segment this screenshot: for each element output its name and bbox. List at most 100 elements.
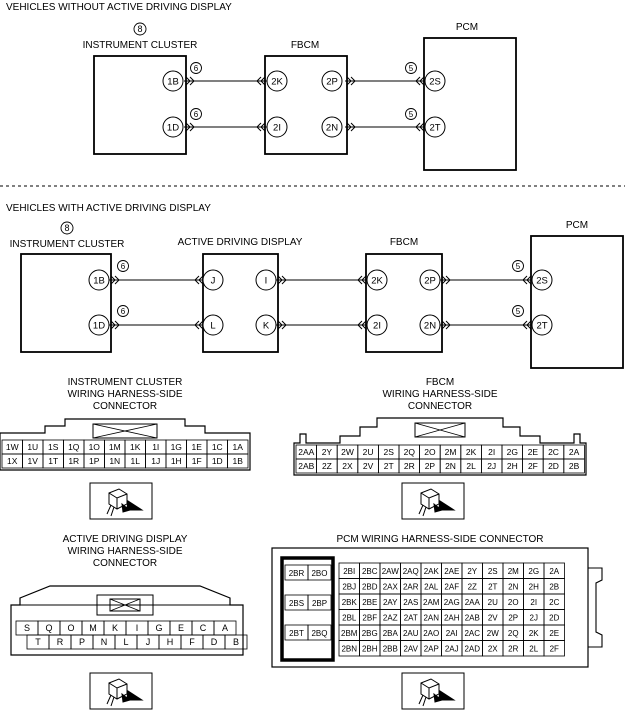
pcm-connector-view-icon-frame (401, 672, 465, 710)
sec1-wire-num-pcm-0-circle (405, 62, 417, 74)
fbcm-connector-pin-1-4: 2T (384, 461, 394, 471)
ic-connector-view-icon (106, 488, 144, 517)
fbcm-connector-view-icon-frame (401, 482, 465, 520)
sec2-fbcm-right-pin-0-circle (419, 269, 441, 291)
sec2-pcm-pin-0: 2S (536, 276, 548, 287)
fbcm-connector-pin-1-10: 2H (507, 461, 518, 471)
pcm-connector-pin-0-10: 2A (549, 567, 559, 576)
pcm-connector-pin-3-8: 2P (508, 613, 518, 622)
pcm-connector-pin-5-8: 2R (508, 644, 518, 653)
fbcm-connector-pin-0-7: 2M (445, 447, 457, 457)
pcm-connector-pin-2-4: 2AM (423, 598, 440, 607)
sec1-wire-num-ic-1: 6 (194, 110, 199, 119)
pcm-connector-pin-2-5: 2AG (444, 598, 460, 607)
sec1-wire-ic-fbcm-0-chevron-left (185, 76, 195, 86)
sec2-ic-ref-number-circle (60, 221, 74, 235)
ic-connector-latch-x2 (92, 423, 158, 439)
pcm-connector-pin-0-0: 2BI (343, 567, 355, 576)
sec1-fbcm-right-pin-1: 2N (326, 123, 338, 134)
pcm-connector-pin-5-7: 2X (488, 644, 498, 653)
sec1-pcm-pin-1-circle (424, 116, 446, 138)
add-connector-r1-pin-0-4: K (112, 623, 118, 633)
pcm-connector-pin-4-10: 2E (549, 629, 559, 638)
sec1-wire-num-pcm-1-circle (405, 108, 417, 120)
add-connector-body (10, 585, 244, 656)
pcm-left-block-pin-0-0: 2BR (289, 569, 305, 578)
pcm-connector-body (271, 547, 589, 668)
ic-connector-view-icon-frame (89, 482, 153, 520)
section1-heading: VEHICLES WITHOUT ACTIVE DRIVING DISPLAY (6, 2, 232, 13)
sec1-fbcm-left-pin-0-circle (266, 70, 288, 92)
pcm-connector-pin-5-4: 2AP (424, 644, 439, 653)
pcm-connector-pin-0-5: 2AE (444, 567, 459, 576)
pcm-connector-pin-0-7: 2S (488, 567, 498, 576)
ic-connector-title-2: WIRING HARNESS-SIDE (67, 389, 182, 400)
pcm-connector-pin-2-2: 2AY (383, 598, 398, 607)
pcm-connector-pin-5-9: 2L (529, 644, 538, 653)
sec2-wire-ic-add-1-chevron-right (194, 320, 204, 330)
sec1-ic-pin-1-circle (162, 116, 184, 138)
pcm-connector-pin-5-1: 2BH (362, 644, 378, 653)
sec2-wire-add-fbcm-1-chevron-left (277, 320, 287, 330)
sec2-wire-add-fbcm-0-chevron-right (357, 275, 367, 285)
add-connector-latch-outer (96, 594, 154, 616)
sec2-wire-fbcm-pcm-1-chevron-left (441, 320, 451, 330)
pcm-connector-pin-0-8: 2M (508, 567, 519, 576)
pcm-connector-pin-4-3: 2AU (403, 629, 419, 638)
pcm-connector-view-icon (418, 678, 456, 707)
fbcm-connector-pin-0-10: 2G (507, 447, 518, 457)
add-connector-title-2: WIRING HARNESS-SIDE (67, 546, 182, 557)
sec1-fbcm-label: FBCM (291, 40, 319, 51)
sec2-wire-ic-add-0-chevron-right (194, 275, 204, 285)
ic-connector-pin-1-1: 1V (28, 456, 39, 466)
pcm-connector-pin-0-6: 2Y (467, 567, 477, 576)
sec2-wire-num-ic-0: 6 (121, 262, 126, 271)
sec2-ic-pin-0: 1B (93, 276, 105, 287)
fbcm-connector-pin-1-9: 2J (487, 461, 496, 471)
fbcm-connector-pin-0-9: 2I (488, 447, 495, 457)
sec1-wire-num-ic-0: 6 (194, 64, 199, 73)
pcm-connector-pin-1-2: 2AX (383, 582, 399, 591)
pcm-connector-title: PCM WIRING HARNESS-SIDE CONNECTOR (336, 534, 543, 545)
ic-connector-pin-1-11: 1B (233, 456, 244, 466)
section2-heading: VEHICLES WITH ACTIVE DRIVING DISPLAY (6, 203, 211, 214)
ic-connector-title-3: CONNECTOR (93, 401, 157, 412)
add-connector-r1-pin-0-7: E (178, 623, 184, 633)
sec1-fbcm-box (264, 55, 348, 155)
sec2-wire-num-ic-1: 6 (121, 307, 126, 316)
pcm-connector-pin-5-3: 2AV (403, 644, 418, 653)
pcm-connector-pin-3-7: 2V (488, 613, 498, 622)
fbcm-connector-latch (414, 422, 466, 438)
sec2-pcm-pin-0-circle (531, 269, 553, 291)
add-connector-r2-pin-0-7: F (189, 637, 195, 647)
sec2-add-left-pin-0-circle (202, 269, 224, 291)
sec2-fbcm-left-pin-1: 2I (373, 321, 381, 332)
pcm-connector-pin-2-7: 2U (488, 598, 498, 607)
sec2-pcm-pin-1-circle (531, 314, 553, 336)
pcm-connector-pin-5-0: 2BN (341, 644, 357, 653)
sec2-add-right-pin-0-circle (255, 269, 277, 291)
pcm-connector-side-tab (588, 567, 603, 648)
sec2-ic-ref-number: 8 (64, 223, 69, 233)
pcm-connector-pin-2-3: 2AS (403, 598, 418, 607)
sec2-wire-num-pcm-0-circle (512, 260, 524, 272)
pcm-connector-left-block-outer (280, 556, 335, 662)
add-connector-r1-pin-0-1: Q (45, 623, 52, 633)
pcm-left-block-pin-1-1: 2BP (312, 599, 327, 608)
pcm-left-block-pin-2-1: 2BQ (311, 629, 327, 638)
sec2-wire-num-ic-1-circle (117, 305, 129, 317)
pcm-connector-pin-4-2: 2BA (383, 629, 399, 638)
add-connector-r2-pin-0-8: D (211, 637, 218, 647)
pcm-connector-pin-3-10: 2D (549, 613, 559, 622)
sec1-wire-fbcm-pcm-1-chevron-left (346, 122, 356, 132)
sec2-fbcm-right-pin-0: 2P (424, 276, 436, 287)
fbcm-connector-cell-1-13 (563, 458, 585, 474)
add-connector-r2-pin-0-1: R (57, 637, 64, 647)
sec1-fbcm-left-pin-1-circle (266, 116, 288, 138)
sec1-pcm-pin-0: 2S (429, 77, 441, 88)
pcm-connector-pin-3-0: 2BL (342, 613, 357, 622)
pcm-connector-pin-0-9: 2G (528, 567, 539, 576)
sec2-fbcm-right-pin-1-circle (419, 314, 441, 336)
sec1-fbcm-right-pin-0-circle (321, 70, 343, 92)
